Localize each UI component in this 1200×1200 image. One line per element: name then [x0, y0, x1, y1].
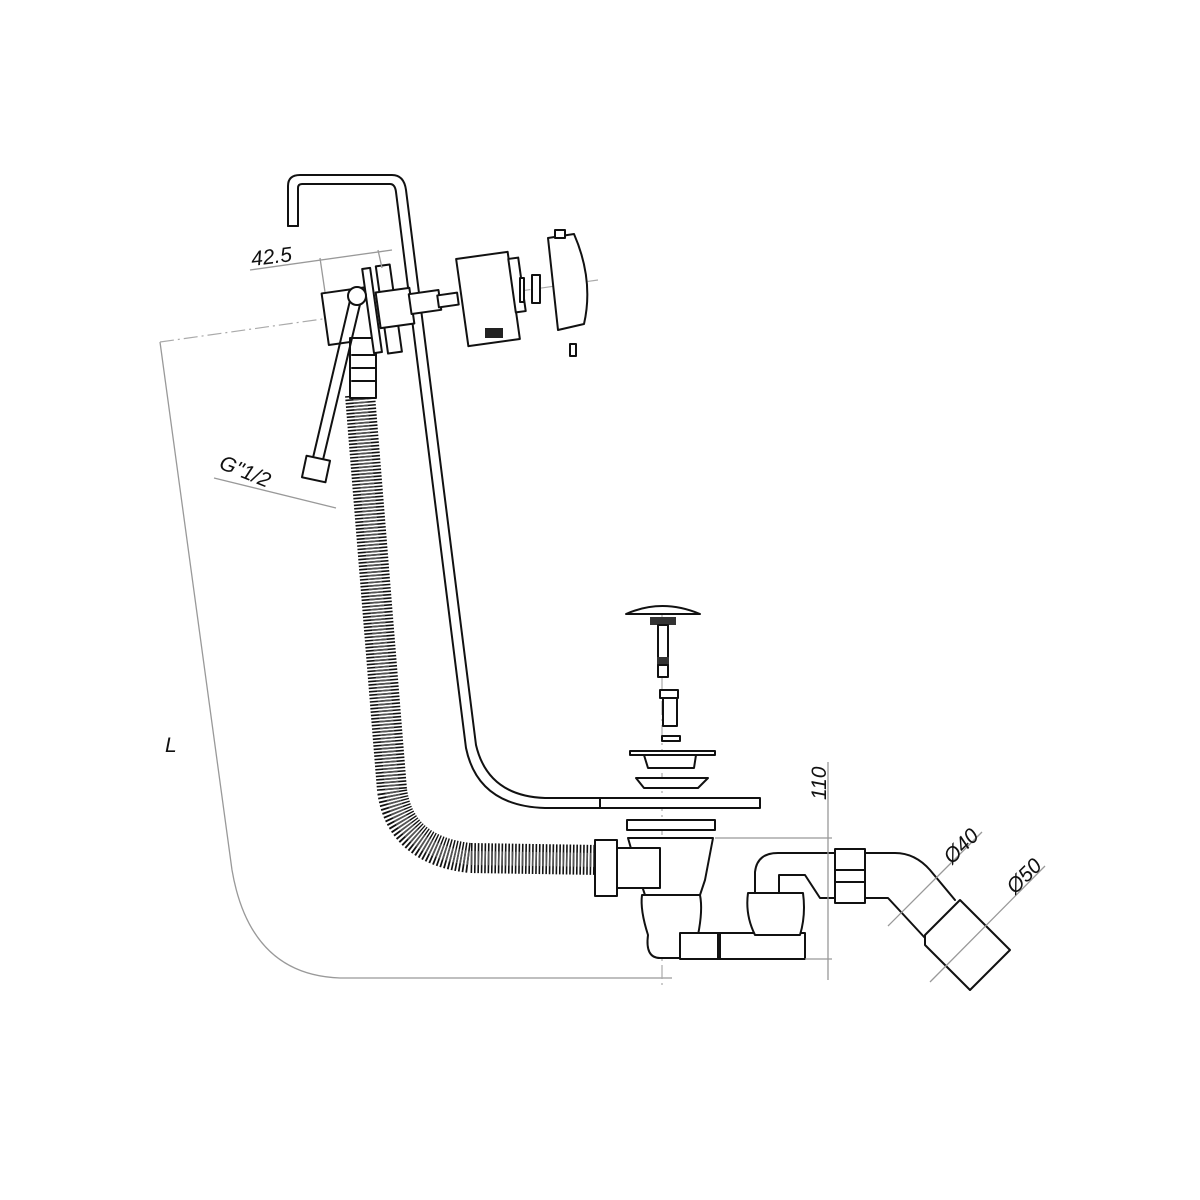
dimension-diameter-40: Ø40: [939, 824, 984, 869]
drain-assembly: [594, 605, 1011, 991]
dimension-length: L: [165, 734, 177, 757]
flexible-hose: [300, 286, 367, 484]
overflow-tube: [287, 174, 641, 809]
dimension-thread: G"1/2: [216, 451, 274, 492]
corrugated-hose: [345, 393, 601, 875]
overflow-body: [320, 263, 460, 399]
dimension-42-5: 42.5: [250, 243, 294, 271]
length-dimension-line: [159, 341, 672, 979]
dimension-diameter-50: Ø50: [1002, 854, 1047, 899]
overflow-cover: [455, 229, 589, 357]
dimension-110: 110: [808, 766, 831, 800]
dimension-lines: [213, 249, 1046, 983]
